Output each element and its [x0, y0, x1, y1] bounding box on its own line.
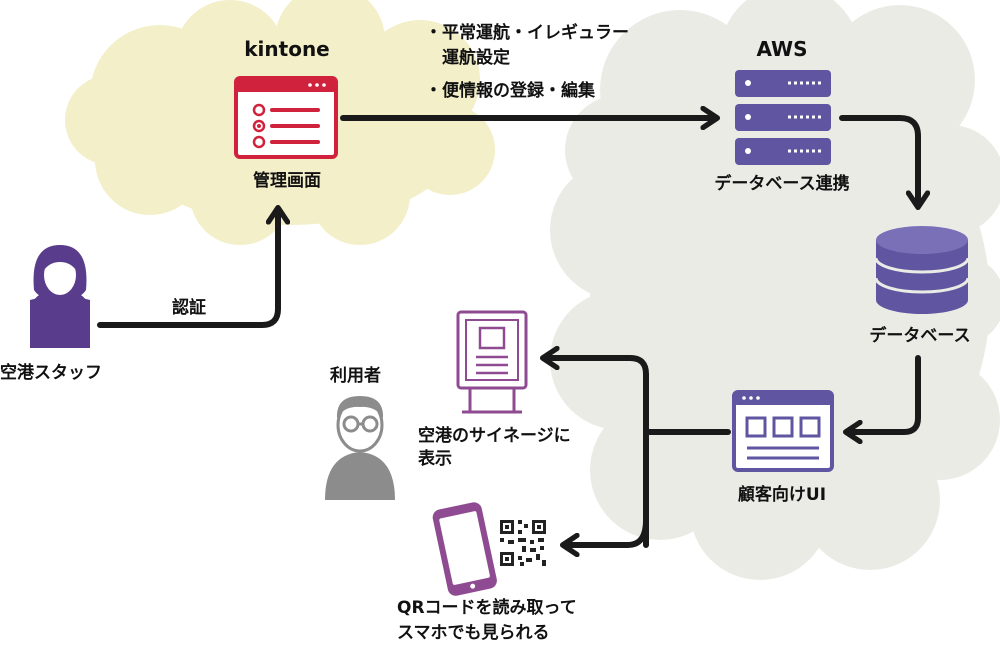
user-person-icon — [325, 396, 395, 500]
to-aws-edge-label-line1: ・平常運航・イレギュラー — [425, 23, 629, 43]
to-aws-edge-label-line3: ・便情報の登録・編集 — [425, 81, 595, 101]
kintone-cloud-title: kintone — [244, 37, 330, 61]
to-signage-arrow — [545, 358, 649, 548]
qr-code-icon — [500, 520, 546, 566]
server-to-database-arrow — [839, 115, 918, 205]
server-rack-icon — [735, 70, 831, 165]
to-phone-arrow — [565, 517, 649, 545]
airport-staff-label: 空港スタッフ — [0, 363, 102, 383]
to-aws-edge-label-line2: 運航設定 — [425, 48, 510, 68]
admin-screen-label: 管理画面 — [253, 171, 321, 191]
signage-label-line1: 空港のサイネージに — [418, 426, 571, 446]
aws-cloud-title: AWS — [756, 37, 808, 61]
staff-person-icon — [30, 245, 90, 348]
signage-kiosk-icon — [456, 310, 528, 414]
customer-ui-label: 顧客向けUI — [737, 485, 827, 505]
auth-arrow — [97, 210, 278, 328]
arrows — [97, 115, 921, 548]
signage-label-line2: 表示 — [418, 449, 452, 469]
smartphone-label-line1: QRコードを読み取って — [397, 598, 577, 618]
kintone-cloud — [65, 0, 495, 245]
auth-edge-label: 認証 — [172, 298, 206, 318]
smartphone-icon — [432, 502, 497, 596]
user-label: 利用者 — [330, 366, 381, 386]
database-to-ui-arrow — [848, 355, 921, 432]
database-cylinder-icon — [874, 226, 970, 314]
smartphone-label-line2: スマホでも見られる — [397, 623, 550, 643]
db-integration-label: データベース連携 — [714, 174, 850, 194]
database-label: データベース — [869, 326, 971, 346]
customer-ui-window-icon — [732, 390, 834, 472]
admin-window-icon — [234, 76, 338, 159]
